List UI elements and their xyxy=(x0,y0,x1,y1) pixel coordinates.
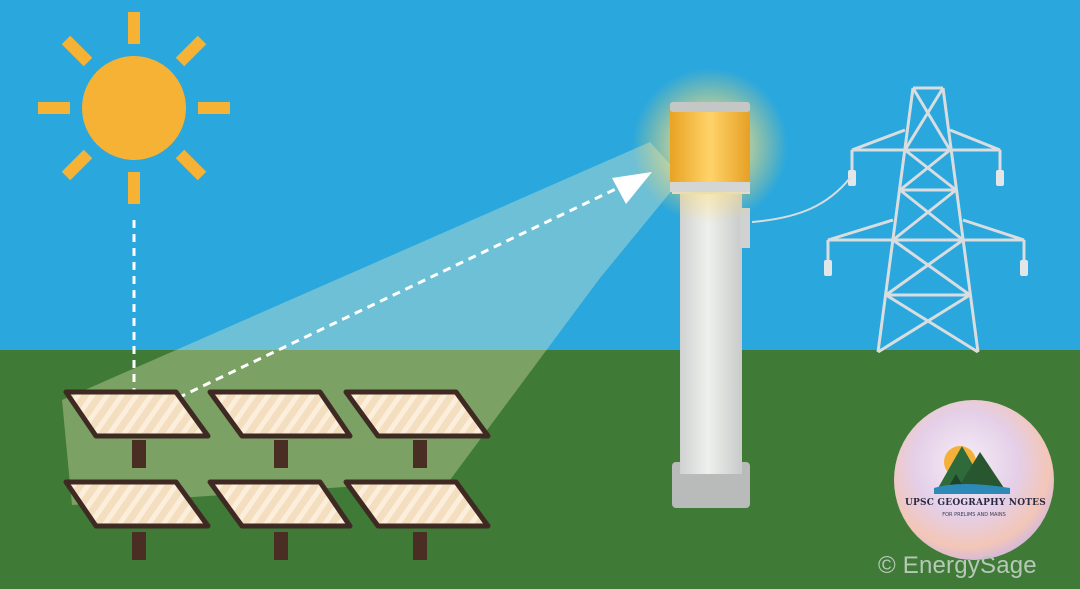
heliostat-posts xyxy=(132,440,427,560)
transmission-pylon xyxy=(826,86,1026,354)
heliostat-mirror xyxy=(63,479,211,529)
heliostat-mirror xyxy=(207,389,353,439)
arrowhead xyxy=(612,172,652,204)
receiver xyxy=(670,102,750,192)
heliostat-mirror xyxy=(207,479,353,529)
reflected-ray xyxy=(139,184,623,418)
heliostat-mirror xyxy=(343,389,491,439)
logo-subtitle: FOR PRELIMS AND MAINS xyxy=(942,512,1006,518)
credit-text: © EnergySage xyxy=(878,552,1037,579)
logo-title: UPSC GEOGRAPHY NOTES xyxy=(905,498,1046,508)
logo-badge xyxy=(894,400,1054,560)
sun-icon xyxy=(38,12,230,204)
heliostat-mirror xyxy=(343,479,491,529)
light-beam xyxy=(62,142,682,505)
insulators xyxy=(824,170,1028,276)
solar-tower xyxy=(672,176,750,508)
heliostat-mirror xyxy=(63,389,211,439)
power-cable xyxy=(751,177,851,223)
